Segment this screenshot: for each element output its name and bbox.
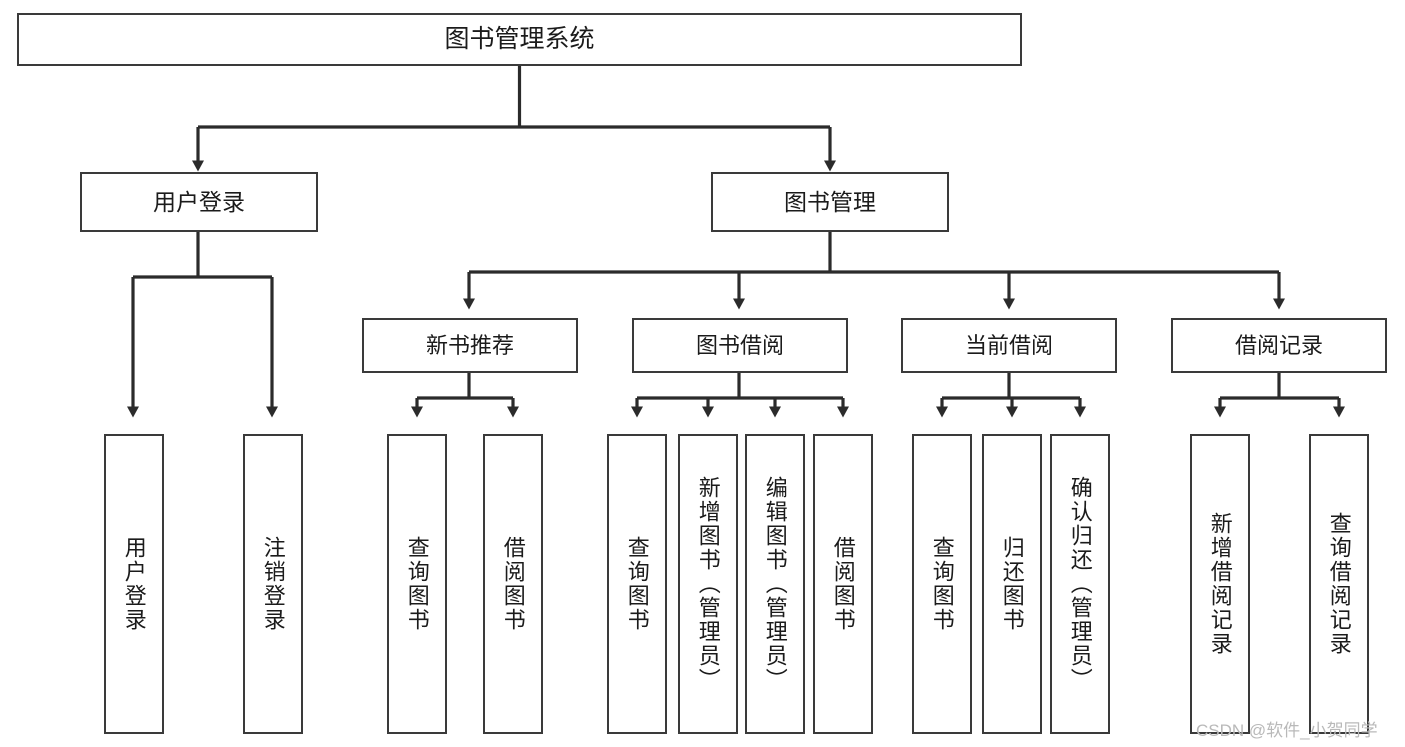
node-label: 用户登录 (121, 536, 147, 632)
node-root-book-management-system[interactable]: 图书管理系统 (17, 13, 1022, 66)
node-label: 注销登录 (260, 536, 286, 632)
leaf-borrow-borrow-book[interactable]: 借阅图书 (813, 434, 873, 734)
leaf-current-query-book[interactable]: 查询图书 (912, 434, 972, 734)
node-current-borrow[interactable]: 当前借阅 (901, 318, 1117, 373)
node-label: 借阅图书 (830, 536, 856, 632)
node-user-login[interactable]: 用户登录 (80, 172, 318, 232)
leaf-user-login-signin[interactable]: 用户登录 (104, 434, 164, 734)
node-label: 借阅记录 (1234, 332, 1323, 358)
node-label: 图书管理 (784, 188, 876, 215)
node-label: 图书管理系统 (444, 24, 595, 53)
node-new-book-recommend[interactable]: 新书推荐 (362, 318, 578, 373)
node-label: 查询图书 (404, 536, 430, 632)
leaf-current-return-book[interactable]: 归还图书 (982, 434, 1042, 734)
leaf-record-query-record[interactable]: 查询借阅记录 (1309, 434, 1369, 734)
leaf-new-book-borrow[interactable]: 借阅图书 (483, 434, 543, 734)
node-label: 查询图书 (624, 536, 650, 632)
leaf-borrow-query-book[interactable]: 查询图书 (607, 434, 667, 734)
node-label: 编辑图书（管理员） (762, 476, 788, 692)
leaf-new-book-query[interactable]: 查询图书 (387, 434, 447, 734)
node-label: 查询图书 (929, 536, 955, 632)
leaf-current-confirm-return-admin[interactable]: 确认归还（管理员） (1050, 434, 1110, 734)
node-label: 图书借阅 (695, 332, 784, 358)
leaf-user-login-signout[interactable]: 注销登录 (243, 434, 303, 734)
node-label: 新书推荐 (425, 332, 514, 358)
node-label: 归还图书 (999, 536, 1025, 632)
node-label: 查询借阅记录 (1326, 512, 1352, 656)
node-label: 借阅图书 (500, 536, 526, 632)
node-book-management[interactable]: 图书管理 (711, 172, 949, 232)
leaf-record-add-record[interactable]: 新增借阅记录 (1190, 434, 1250, 734)
leaf-borrow-add-book-admin[interactable]: 新增图书（管理员） (678, 434, 738, 734)
node-book-borrow[interactable]: 图书借阅 (632, 318, 848, 373)
node-label: 确认归还（管理员） (1067, 476, 1093, 692)
node-label: 新增图书（管理员） (695, 476, 721, 692)
node-borrow-record[interactable]: 借阅记录 (1171, 318, 1387, 373)
leaf-borrow-edit-book-admin[interactable]: 编辑图书（管理员） (745, 434, 805, 734)
node-label: 用户登录 (153, 188, 245, 215)
node-label: 当前借阅 (964, 332, 1053, 358)
node-label: 新增借阅记录 (1207, 512, 1233, 656)
